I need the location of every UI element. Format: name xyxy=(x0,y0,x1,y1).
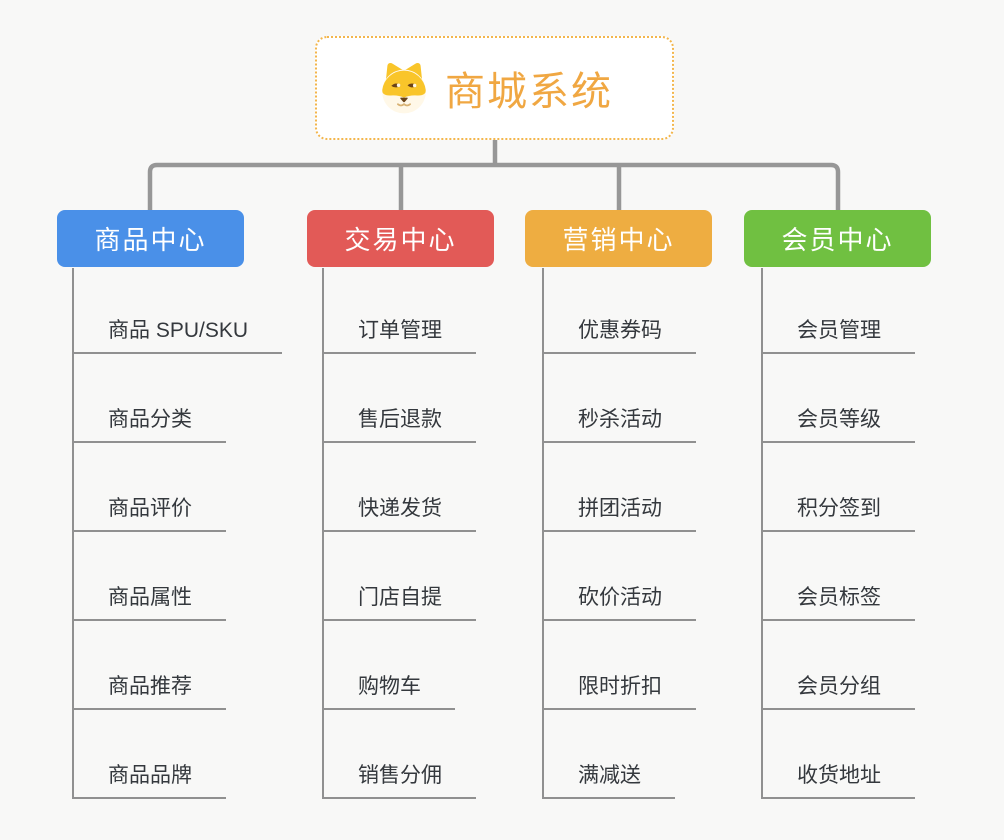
connector-group xyxy=(147,139,841,210)
leaf-node[interactable]: 限时折扣 xyxy=(544,621,696,710)
leaf-node[interactable]: 销售分佣 xyxy=(324,710,476,799)
leaf-node[interactable]: 会员等级 xyxy=(763,354,915,443)
leaf-node[interactable]: 满减送 xyxy=(544,710,675,799)
leaf-node[interactable]: 拼团活动 xyxy=(544,443,696,532)
leaf-node[interactable]: 砍价活动 xyxy=(544,532,696,621)
leaf-node[interactable]: 商品评价 xyxy=(74,443,226,532)
branch-node-marketing-center[interactable]: 营销中心 xyxy=(525,210,712,267)
branch-frame-line xyxy=(147,162,841,210)
leaf-node[interactable]: 商品品牌 xyxy=(74,710,226,799)
leaf-node[interactable]: 会员管理 xyxy=(763,268,915,354)
branch-node-product-center[interactable]: 商品中心 xyxy=(57,210,244,267)
root-title: 商城系统 xyxy=(445,70,613,114)
branch-node-trade-center[interactable]: 交易中心 xyxy=(307,210,494,267)
dog-face-icon xyxy=(376,60,432,116)
leaf-node[interactable]: 售后退款 xyxy=(324,354,476,443)
leaf-node[interactable]: 会员分组 xyxy=(763,621,915,710)
leaf-column-product-center: 商品 SPU/SKU 商品分类 商品评价 商品属性 商品推荐 商品品牌 xyxy=(72,268,283,799)
leaf-node[interactable]: 商品推荐 xyxy=(74,621,226,710)
leaf-column-trade-center: 订单管理 售后退款 快递发货 门店自提 购物车 销售分佣 xyxy=(322,268,476,799)
root-node[interactable]: 商城系统 xyxy=(315,36,674,140)
leaf-node[interactable]: 会员标签 xyxy=(763,532,915,621)
leaf-node[interactable]: 商品属性 xyxy=(74,532,226,621)
leaf-column-member-center: 会员管理 会员等级 积分签到 会员标签 会员分组 收货地址 xyxy=(761,268,915,799)
leaf-node[interactable]: 积分签到 xyxy=(763,443,915,532)
leaf-node[interactable]: 优惠券码 xyxy=(544,268,696,354)
leaf-node[interactable]: 订单管理 xyxy=(324,268,476,354)
branch-node-member-center[interactable]: 会员中心 xyxy=(744,210,931,267)
leaf-node[interactable]: 商品分类 xyxy=(74,354,226,443)
leaf-node[interactable]: 收货地址 xyxy=(763,710,915,799)
leaf-node[interactable]: 秒杀活动 xyxy=(544,354,696,443)
leaf-node[interactable]: 购物车 xyxy=(324,621,455,710)
leaf-node[interactable]: 商品 SPU/SKU xyxy=(74,268,283,354)
leaf-node[interactable]: 快递发货 xyxy=(324,443,476,532)
leaf-column-marketing-center: 优惠券码 秒杀活动 拼团活动 砍价活动 限时折扣 满减送 xyxy=(542,268,696,799)
leaf-node[interactable]: 门店自提 xyxy=(324,532,476,621)
